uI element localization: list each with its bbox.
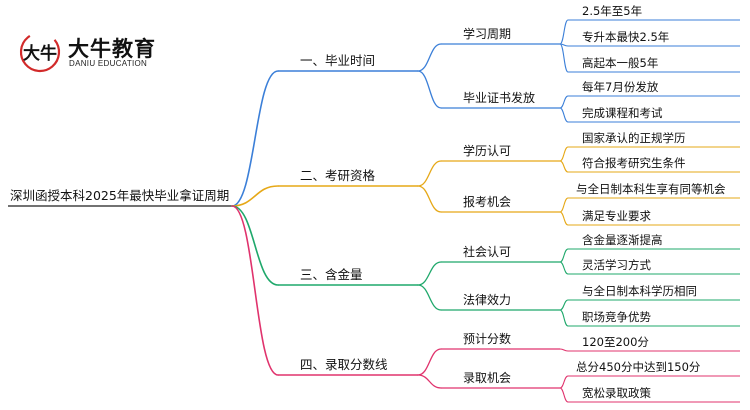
branch-2-child-1-label: 学历认可 [463,143,511,158]
brand-subtitle: DANIU EDUCATION [69,59,148,68]
root-topic: 深圳函授本科2025年最快毕业拿证周期 [10,188,229,203]
branch-1-label: 一、毕业时间 [300,53,375,68]
leaf-3-1-1-label: 含金量逐渐提高 [582,233,663,247]
branch-2-child-2-connector [417,185,442,213]
leaf-1-1-1-label: 2.5年至5年 [582,4,642,18]
leaf-2-1-1-label: 国家承认的正规学历 [582,131,686,145]
leaf-1-2-1-label: 每年7月份发放 [582,80,659,94]
branch-4-child-2-label: 录取机会 [463,371,511,385]
branch-2-label: 二、考研资格 [300,168,376,183]
leaf-3-1-1-connector [559,248,569,263]
branch-1-child-1-connector [417,43,442,72]
logo-mark-text: 大牛 [23,43,57,64]
leaf-4-1-1-label: 120至200分 [582,335,649,349]
branch-2-child-2-label: 报考机会 [463,194,511,209]
root-to-branch-4-connector [231,205,279,376]
branch-3-label: 三、含金量 [300,267,363,282]
leaf-3-2-2-connector [559,309,569,327]
root-to-branch-1-connector [231,70,279,207]
branch-1-child-2-label: 毕业证书发放 [463,90,535,105]
root-to-branch-3-connector [231,205,279,286]
branch-4-child-1-connector [417,348,442,376]
leaf-4-1-1-connector [559,348,569,352]
leaf-1-2-1-connector [559,95,569,109]
leaf-1-2-2-connector [559,107,569,123]
leaf-4-2-1-label: 总分450分中达到150分 [576,360,701,374]
leaf-2-2-1-label: 与全日制本科生享有同等机会 [576,182,726,196]
branch-3-child-2-label: 法律效力 [463,292,511,307]
leaf-1-1-2-label: 专升本最快2.5年 [582,30,669,44]
branch-1-child-1-label: 学习周期 [463,26,511,41]
leaf-3-1-2-connector [559,261,569,275]
leaf-4-2-2-connector [559,387,569,403]
leaf-1-2-2-label: 完成课程和考试 [582,106,663,120]
leaf-1-1-3-connector [559,43,569,73]
branch-4-child-1-label: 预计分数 [463,331,511,346]
branch-3-child-1-connector [417,261,442,286]
leaf-3-1-2-label: 灵活学习方式 [582,258,651,272]
leaf-4-2-2-label: 宽松录取政策 [582,386,651,400]
daniu-logo-icon: 大牛 [19,31,61,73]
branch-1-child-2-connector [417,70,442,109]
leaf-3-2-1-label: 与全日制本科学历相同 [582,284,697,298]
leaf-2-2-1-connector [559,197,569,213]
root-to-branch-2-connector [231,185,279,207]
leaf-1-1-3-label: 高起本一般5年 [582,56,658,70]
leaf-1-1-1-connector [559,19,569,45]
leaf-2-2-2-connector [559,211,569,226]
leaf-2-2-2-label: 满足专业要求 [582,209,651,223]
leaf-3-2-1-connector [559,299,569,311]
brand-name: 大牛教育 [68,37,156,61]
branch-4-label: 四、录取分数线 [300,357,388,372]
branch-3-child-1-label: 社会认可 [463,244,511,259]
branch-4-child-2-connector [417,374,442,389]
leaf-4-2-1-connector [559,375,569,389]
leaf-2-1-2-label: 符合报考研究生条件 [582,156,686,170]
leaf-3-2-2-label: 职场竞争优势 [582,310,651,324]
leaf-2-1-2-connector [559,160,569,173]
leaf-2-1-1-connector [559,146,569,162]
branch-2-child-1-connector [417,160,442,187]
branch-3-child-2-connector [417,284,442,311]
brand-logo: 大牛 大牛教育 DANIU EDUCATION [18,30,188,74]
